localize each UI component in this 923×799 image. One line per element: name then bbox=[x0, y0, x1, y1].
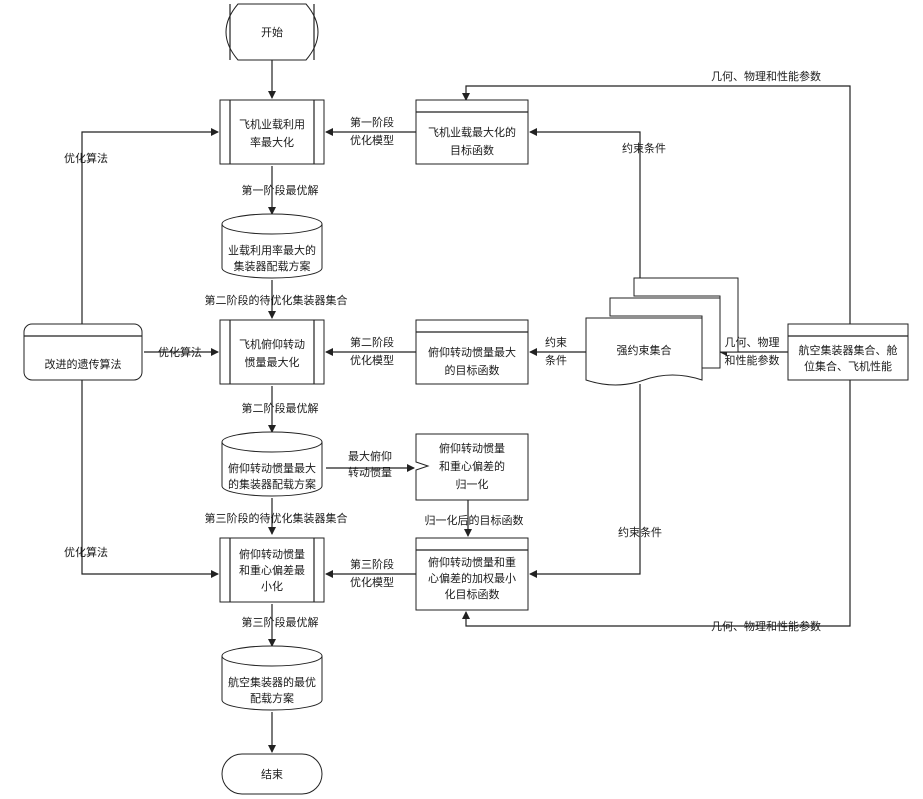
input-data-box: 航空集装器集合、舱 位集合、飞机性能 bbox=[788, 324, 908, 380]
norm-label-line3: 归一化 bbox=[456, 477, 489, 491]
pending-set-2: 第二阶段的待优化集装器集合 bbox=[205, 293, 348, 307]
geo-params-mid-line1: 几何、物理 bbox=[725, 335, 780, 349]
pending-set-3: 第三阶段的待优化集装器集合 bbox=[205, 511, 348, 525]
stage3-objective-line1: 俯仰转动惯量和重 bbox=[428, 555, 516, 569]
stage3-objective: 俯仰转动惯量和重 心偏差的加权最小 化目标函数 bbox=[416, 538, 528, 610]
opt-model-1-line2: 优化模型 bbox=[350, 133, 394, 147]
norm-label-line1: 俯仰转动惯量 bbox=[439, 441, 505, 455]
stage1-process: 飞机业载利用 率最大化 bbox=[220, 100, 324, 164]
db3-label-line2: 配载方案 bbox=[250, 691, 294, 705]
ga-label-bottom: 优化算法 bbox=[64, 545, 108, 559]
constraint-set: 强约束集合 bbox=[586, 278, 738, 385]
stage3-process: 俯仰转动惯量 和重心偏差最 小化 bbox=[220, 538, 324, 602]
norm-label-line2: 和重心偏差的 bbox=[439, 459, 505, 473]
stage3-label-line2: 和重心偏差最 bbox=[239, 563, 305, 577]
constraint-bottom: 约束条件 bbox=[618, 525, 662, 539]
end-label: 结束 bbox=[261, 768, 283, 781]
opt-model-3-line2: 优化模型 bbox=[350, 575, 394, 589]
stage1-objective: 飞机业载最大化的 目标函数 bbox=[416, 100, 528, 164]
max-inertia-line1: 最大俯仰 bbox=[348, 449, 392, 463]
ga-label-top: 优化算法 bbox=[64, 151, 108, 165]
opt-model-2-line1: 第二阶段 bbox=[350, 335, 394, 349]
final-solution-db: 航空集装器的最优 配载方案 bbox=[222, 646, 322, 710]
constraint-mid-line1: 约束 bbox=[545, 336, 567, 349]
normalization-box: 俯仰转动惯量 和重心偏差的 归一化 bbox=[416, 434, 528, 500]
stage1-solution-db: 业载利用率最大的 集装器配载方案 bbox=[222, 214, 322, 278]
stage2-objective-line2: 的目标函数 bbox=[445, 363, 500, 377]
stage2-objective-line1: 俯仰转动惯量最大 bbox=[428, 345, 516, 359]
start-label: 开始 bbox=[261, 25, 283, 39]
genetic-algorithm-box: 改进的遗传算法 bbox=[24, 324, 142, 380]
arrow-constraint-to-obj3 bbox=[530, 384, 640, 574]
end-terminal: 结束 bbox=[222, 754, 322, 794]
ga-label-mid: 优化算法 bbox=[158, 345, 202, 359]
opt-model-2-line2: 优化模型 bbox=[350, 353, 394, 367]
db1-label-line2: 集装器配载方案 bbox=[234, 259, 311, 273]
stage2-process: 飞机俯仰转动 惯量最大化 bbox=[220, 320, 324, 384]
stage2-label-line1: 飞机俯仰转动 bbox=[239, 337, 305, 351]
geo-params-top: 几何、物理和性能参数 bbox=[711, 69, 821, 83]
stage2-label-line2: 惯量最大化 bbox=[245, 355, 300, 369]
constraint-top: 约束条件 bbox=[622, 141, 666, 155]
db1-label-line1: 业载利用率最大的 bbox=[228, 243, 316, 257]
stage2-objective: 俯仰转动惯量最大 的目标函数 bbox=[416, 320, 528, 384]
opt-model-1-line1: 第一阶段 bbox=[350, 115, 394, 129]
ga-label: 改进的遗传算法 bbox=[45, 357, 122, 371]
stage3-label-line1: 俯仰转动惯量 bbox=[239, 547, 305, 561]
normalized-objective-label: 归一化后的目标函数 bbox=[425, 513, 524, 527]
optimal-solution-3: 第三阶段最优解 bbox=[242, 615, 319, 629]
geo-params-mid-line2: 和性能参数 bbox=[725, 353, 780, 367]
stage3-label-line3: 小化 bbox=[261, 579, 283, 593]
stage2-solution-db: 俯仰转动惯量最大 的集装器配载方案 bbox=[222, 432, 322, 496]
stage1-label-line2: 率最大化 bbox=[250, 135, 294, 149]
stage3-objective-line3: 化目标函数 bbox=[445, 587, 500, 601]
constraint-mid-line2: 条件 bbox=[545, 353, 567, 367]
max-inertia-line2: 转动惯量 bbox=[348, 465, 392, 479]
input-label-line2: 位集合、飞机性能 bbox=[804, 359, 892, 373]
opt-model-3-line1: 第三阶段 bbox=[350, 557, 394, 571]
db2-label-line1: 俯仰转动惯量最大 bbox=[228, 461, 316, 475]
db2-label-line2: 的集装器配载方案 bbox=[228, 477, 316, 491]
start-terminal: 开始 bbox=[226, 4, 318, 60]
geo-params-bottom: 几何、物理和性能参数 bbox=[711, 619, 821, 633]
stage1-label-line1: 飞机业载利用 bbox=[239, 117, 305, 131]
input-label-line1: 航空集装器集合、舱 bbox=[799, 343, 898, 357]
db3-label-line1: 航空集装器的最优 bbox=[228, 675, 316, 689]
optimal-solution-2: 第二阶段最优解 bbox=[242, 401, 319, 415]
constraint-set-label: 强约束集合 bbox=[617, 343, 672, 357]
stage1-objective-line2: 目标函数 bbox=[450, 143, 494, 157]
stage3-objective-line2: 心偏差的加权最小 bbox=[428, 571, 516, 585]
arrow-ga-to-stage3 bbox=[82, 380, 218, 574]
stage1-objective-line1: 飞机业载最大化的 bbox=[428, 125, 516, 139]
optimal-solution-1: 第一阶段最优解 bbox=[242, 183, 319, 197]
